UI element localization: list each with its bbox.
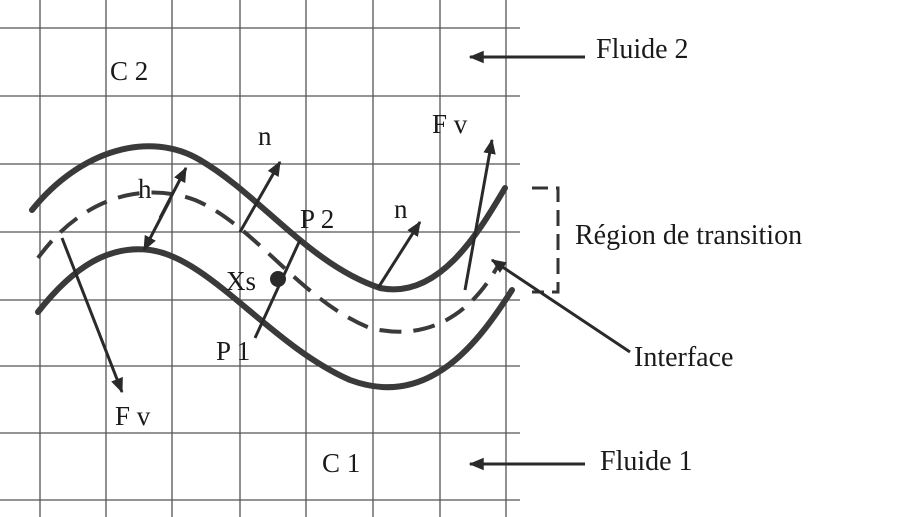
label-fluide1: Fluide 1: [600, 446, 693, 477]
normal-vector-right: [376, 220, 422, 289]
fv-vector-bottom: [60, 237, 124, 394]
label-n-left: n: [258, 121, 272, 151]
upper-boundary-curve: [29, 143, 508, 293]
lower-boundary-curve: [35, 246, 515, 391]
label-region-transition: Région de transition: [575, 220, 802, 251]
fv-vector-top: [463, 138, 496, 291]
label-c1: C 1: [322, 448, 360, 478]
label-interface: Interface: [634, 342, 733, 373]
label-h: h: [138, 174, 152, 204]
label-fluide2: Fluide 2: [596, 34, 689, 65]
label-p1: P 1: [216, 336, 250, 366]
mesh-grid: [0, 0, 520, 517]
thickness-arrow-down: [142, 199, 172, 252]
normal-vector-left: [238, 160, 282, 233]
label-fv-bottom: F v: [115, 401, 151, 431]
interface-dashed-curve: [36, 190, 502, 334]
normal-line-through-xs: [253, 239, 302, 339]
xs-point: [270, 271, 286, 287]
label-fv-top: F v: [432, 109, 468, 139]
label-p2: P 2: [300, 204, 334, 234]
interface-arrow: [490, 258, 631, 354]
label-n-right: n: [394, 194, 408, 224]
label-c2: C 2: [110, 56, 148, 86]
transition-region-bracket: [532, 186, 560, 294]
label-xs: Xs: [226, 266, 256, 296]
